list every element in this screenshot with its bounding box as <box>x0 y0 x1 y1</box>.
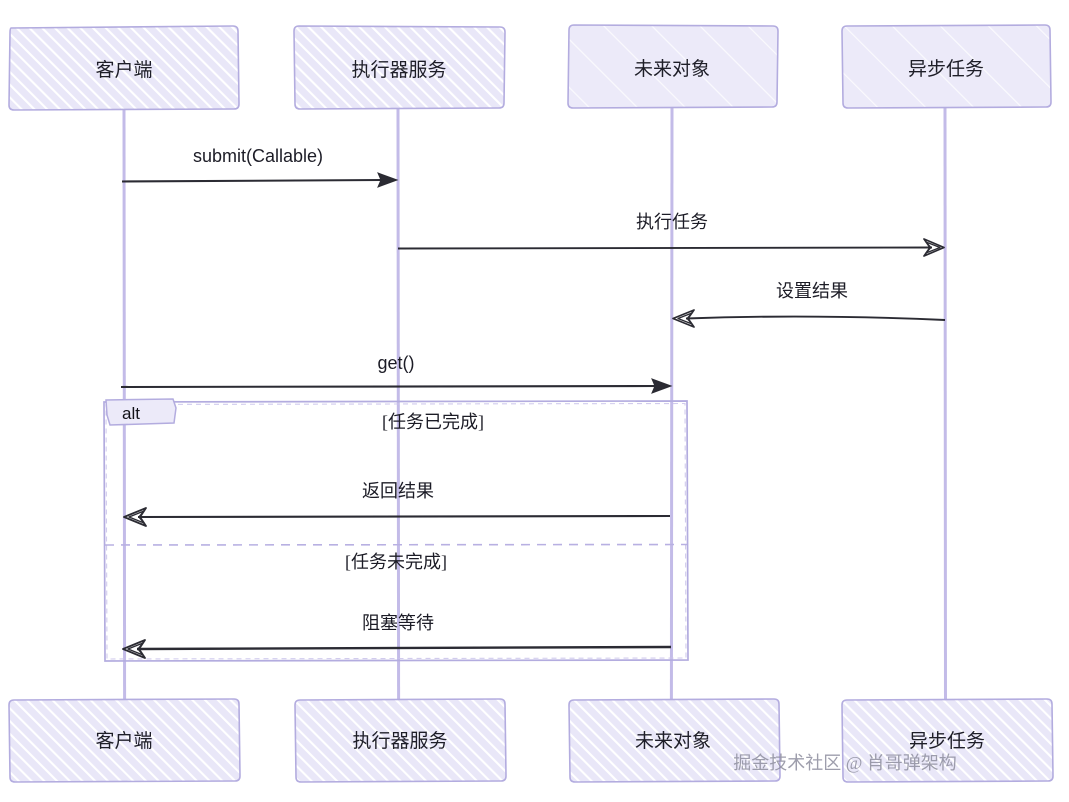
message-submit-callable[interactable]: submit(Callable) <box>121 146 399 188</box>
arrowhead-hollow-inner-icon <box>677 312 693 325</box>
participant-footer-executor[interactable]: 执行器服务 <box>294 698 507 783</box>
fragment-border <box>103 400 689 662</box>
participant-label: 异步任务 <box>908 58 984 80</box>
arrowhead-hollow-icon <box>122 639 146 659</box>
fragment-condition-label: [任务已完成] <box>382 412 484 432</box>
lifeline-task <box>943 107 947 707</box>
message-return-result[interactable]: 返回结果 <box>123 481 671 527</box>
message-get[interactable]: get() <box>120 353 673 394</box>
participant-label: 客户端 <box>95 730 152 752</box>
participant-box <box>294 698 507 783</box>
message-line <box>136 645 672 651</box>
lifelines <box>122 107 947 707</box>
participant-label: 未来对象 <box>635 730 711 752</box>
message-label: 执行任务 <box>636 212 708 232</box>
participant-label: 客户端 <box>95 59 152 81</box>
arrowhead-hollow-icon <box>123 507 147 527</box>
participant-header-executor[interactable]: 执行器服务 <box>293 25 506 110</box>
message-set-result[interactable]: 设置结果 <box>672 281 946 328</box>
fragment-tag-label: alt <box>122 404 140 423</box>
arrowhead-hollow-icon <box>672 309 695 328</box>
message-label: 阻塞等待 <box>362 613 434 633</box>
message-execute-task[interactable]: 执行任务 <box>397 212 945 257</box>
message-label: submit(Callable) <box>193 146 323 166</box>
fragment-divider <box>104 543 688 546</box>
message-line <box>397 246 933 250</box>
message-line <box>685 315 946 321</box>
participant-box <box>568 698 781 783</box>
participant-label: 异步任务 <box>909 730 985 752</box>
fragment-border-sketch <box>105 402 687 660</box>
message-label: 设置结果 <box>776 281 848 301</box>
participant-box <box>293 25 506 110</box>
fragment-condition-label: [任务未完成] <box>345 552 447 572</box>
participant-label: 执行器服务 <box>351 59 446 81</box>
participant-box <box>8 698 241 783</box>
message-block-wait[interactable]: 阻塞等待 <box>122 613 672 659</box>
message-label: get() <box>377 353 414 373</box>
participant-box <box>841 698 1054 783</box>
arrowhead-solid-icon <box>651 378 673 394</box>
participant-header-task[interactable]: 异步任务 <box>841 24 1052 109</box>
lifeline-future <box>669 107 674 707</box>
participant-box <box>8 25 240 111</box>
participant-label: 执行器服务 <box>352 730 447 752</box>
arrowhead-hollow-inner-icon <box>925 241 941 254</box>
participant-footer-future[interactable]: 未来对象 <box>568 698 781 783</box>
participant-label: 未来对象 <box>634 58 710 80</box>
alt-fragment[interactable]: alt [任务已完成] 返回结果 [任务未完成] 阻塞等待 <box>103 398 689 662</box>
arrowhead-hollow-icon <box>923 238 945 257</box>
participant-box <box>567 24 779 109</box>
lifeline-executor <box>396 107 401 707</box>
participant-header-future[interactable]: 未来对象 <box>567 24 779 109</box>
arrowhead-hollow-inner-icon <box>127 642 144 656</box>
watermark-label: 掘金技术社区 @ 肖哥弹架构 <box>733 753 957 773</box>
participant-footer-task[interactable]: 异步任务 <box>841 698 1054 783</box>
message-line <box>137 514 671 519</box>
arrowhead-solid-icon <box>377 172 399 188</box>
participant-footer-client[interactable]: 客户端 <box>8 698 241 783</box>
message-line <box>121 178 385 183</box>
message-line <box>120 384 659 389</box>
watermark: 掘金技术社区 @ 肖哥弹架构 <box>733 753 957 773</box>
message-label: 返回结果 <box>362 481 434 501</box>
fragment-tag-shape <box>105 398 177 426</box>
arrowhead-hollow-inner-icon <box>128 510 145 524</box>
participant-header-client[interactable]: 客户端 <box>8 25 240 111</box>
participant-box <box>841 24 1052 109</box>
